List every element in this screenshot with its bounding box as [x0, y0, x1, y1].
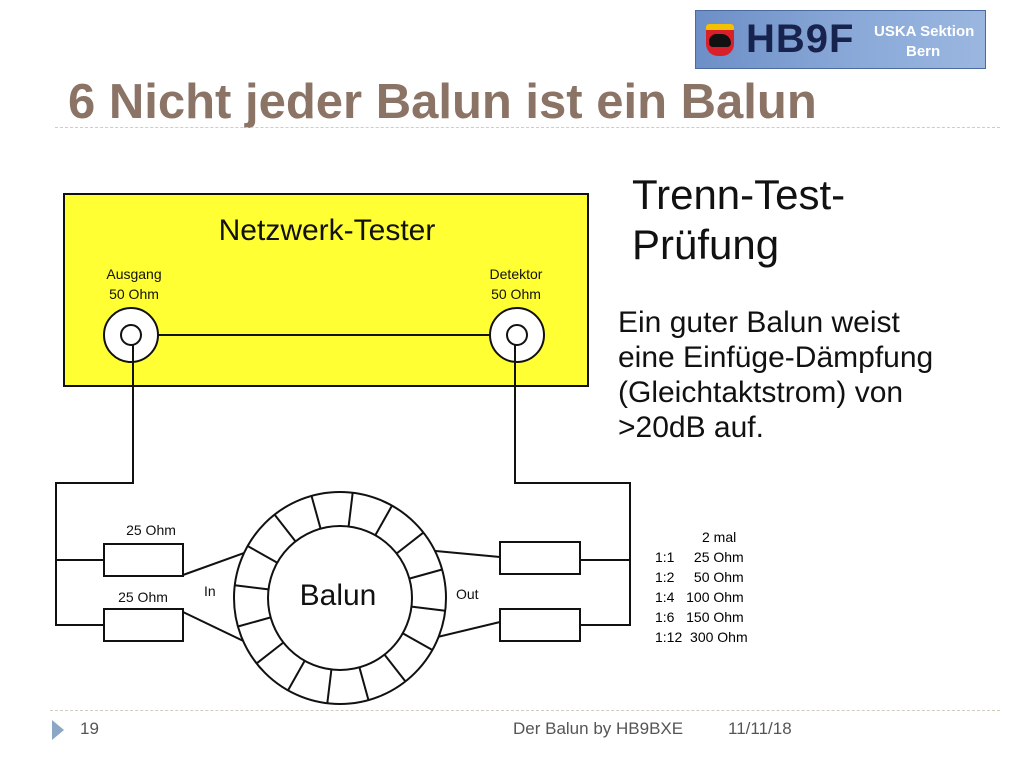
toroid-winding [411, 605, 446, 612]
toroid-winding [310, 495, 322, 529]
toroid-winding [255, 641, 285, 665]
detector-connector-icon [489, 307, 545, 363]
toroid-winding [374, 505, 393, 536]
page-number: 19 [80, 719, 99, 738]
balun-in-label: In [204, 583, 216, 599]
test-subtitle-line2: Prüfung [632, 221, 780, 268]
footer-divider [50, 710, 1000, 711]
ratio-row: 1:6 150 Ohm [655, 609, 744, 625]
network-tester-label: Netzwerk-Tester [219, 214, 436, 247]
detector-port-impedance: 50 Ohm [491, 286, 541, 302]
balun-label: Balun [300, 579, 377, 612]
toroid-winding [273, 513, 297, 543]
toroid-winding [409, 568, 443, 580]
output-port-impedance: 50 Ohm [109, 286, 159, 302]
test-subtitle: Trenn-Test- Prüfung [632, 170, 932, 270]
toroid-winding [287, 660, 306, 691]
toroid-winding [395, 531, 425, 555]
description-line: (Gleichtaktstrom) von [618, 376, 904, 409]
balun-out-label: Out [456, 586, 479, 602]
toroid-winding [358, 667, 370, 701]
title-divider [55, 127, 1000, 128]
ratio-table-header: 2 mal [702, 529, 737, 545]
resistor-top-left [103, 543, 184, 577]
resistor-top-value: 25 Ohm [126, 522, 176, 538]
toroid-winding [237, 616, 271, 628]
description-line: >20dB auf. [618, 411, 764, 444]
hb9f-logo: HB9F USKA Sektion Bern [695, 10, 986, 69]
description-line: eine Einfüge-Dämpfung [618, 341, 934, 374]
toroid-winding [383, 653, 407, 683]
detector-port-label: Detektor [490, 266, 543, 282]
description-text: Ein guter Balun weist eine Einfüge-Dämpf… [618, 305, 998, 445]
ratio-row: 1:4 100 Ohm [655, 589, 744, 605]
output-port-label: Ausgang [106, 266, 161, 282]
toroid-winding [234, 584, 269, 591]
logo-callsign: HB9F [746, 17, 855, 61]
test-subtitle-line1: Trenn-Test- [632, 171, 846, 218]
resistor-top-right [499, 541, 581, 575]
resistor-bottom-right [499, 608, 581, 642]
description-line: Ein guter Balun weist [618, 306, 900, 339]
ratio-row: 1:12 300 Ohm [655, 629, 748, 645]
logo-section-line2: Bern [906, 43, 941, 60]
ratio-row: 1:2 50 Ohm [655, 569, 744, 585]
toroid-winding [347, 492, 354, 527]
balun-toroid-icon [233, 491, 447, 705]
output-connector-icon [103, 307, 159, 363]
toroid-winding [247, 545, 278, 564]
toroid-winding [402, 632, 433, 651]
resistor-bottom-value: 25 Ohm [118, 589, 168, 605]
footer-date: 11/11/18 [728, 719, 792, 738]
resistor-bottom-left [103, 608, 184, 642]
ratio-table: 2 mal 1:1 25 Ohm 1:2 50 Ohm 1:4 100 Ohm … [655, 527, 748, 647]
toroid-winding [326, 669, 333, 704]
arrow-right-icon [52, 720, 64, 740]
ratio-row: 1:1 25 Ohm [655, 549, 744, 565]
bern-shield-icon [706, 24, 734, 56]
slide-title: 6 Nicht jeder Balun ist ein Balun [68, 75, 817, 129]
logo-section-line1: USKA Sektion [874, 23, 975, 40]
footer-title: Der Balun by HB9BXE [513, 719, 684, 738]
